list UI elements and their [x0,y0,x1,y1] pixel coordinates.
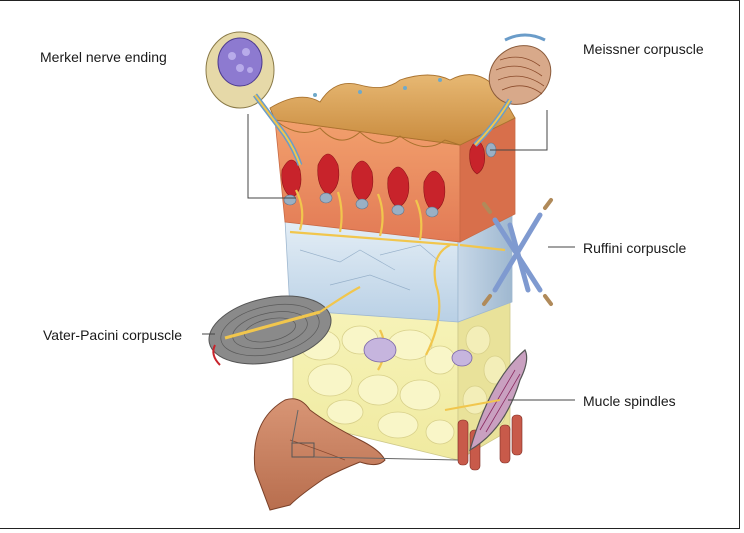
label-meissner-corpuscle: Meissner corpuscle [583,41,704,57]
label-vater-pacini-corpuscle: Vater-Pacini corpuscle [43,327,182,343]
label-merkel-nerve-ending: Merkel nerve ending [40,49,167,65]
label-ruffini-corpuscle: Ruffini corpuscle [583,240,686,256]
label-muscle-spindles: Mucle spindles [583,393,676,409]
skin-block [270,75,515,460]
